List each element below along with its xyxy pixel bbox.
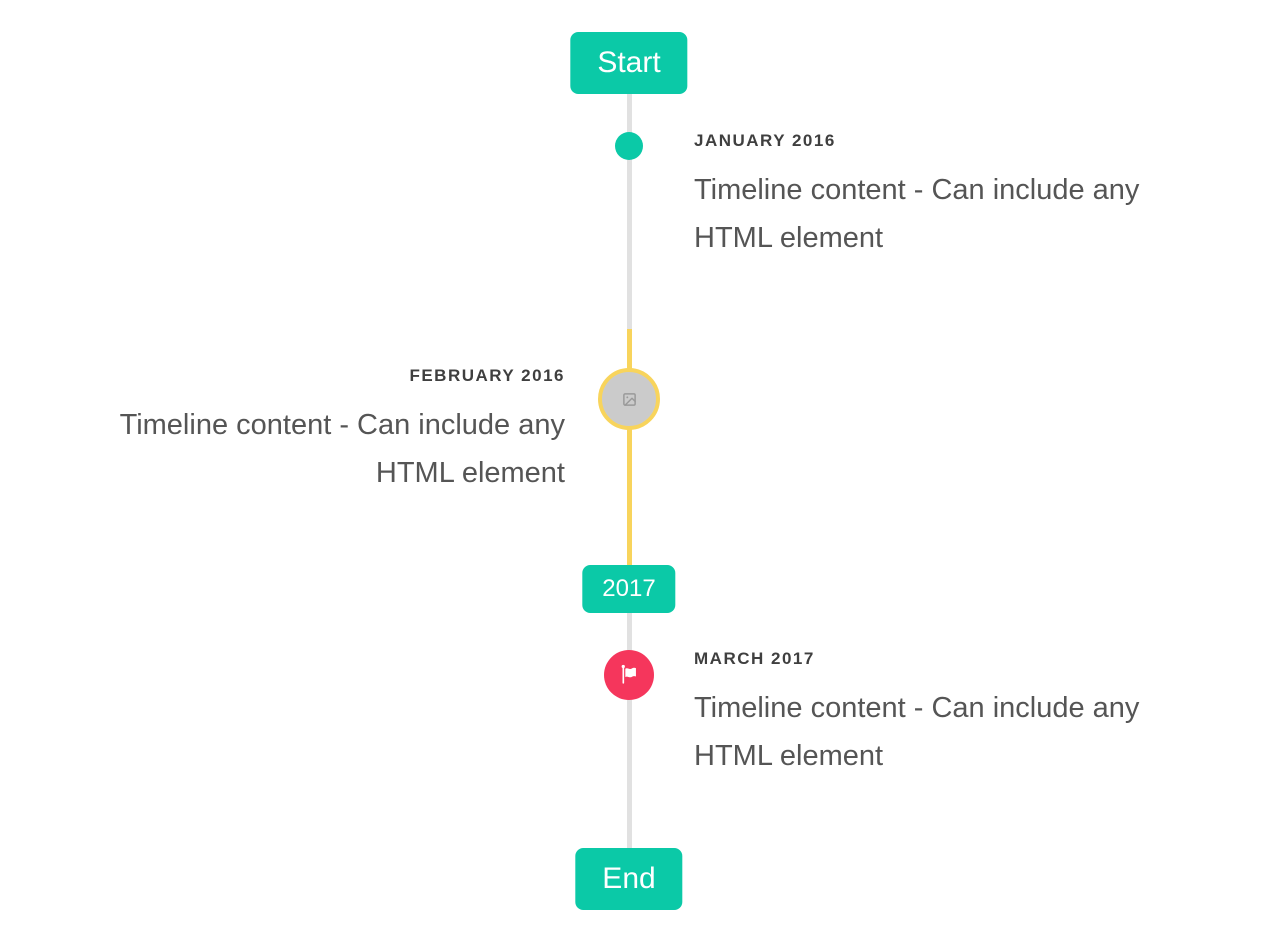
timeline-item-period: MARCH 2017 [694,649,815,668]
timeline-line-highlighted-segment [627,329,632,565]
flag-icon [616,662,642,688]
timeline-item-content: Timeline content - Can include any HTML … [694,174,1140,254]
timeline-start-badge: Start [570,32,688,94]
timeline-item-january: JANUARY 2016 Timeline content - Can incl… [694,131,1222,262]
timeline-marker-flag-march[interactable] [604,650,654,700]
timeline-end-badge: End [575,848,683,910]
timeline-year-badge: 2017 [582,565,676,613]
timeline-item-march: MARCH 2017 Timeline content - Can includ… [694,649,1222,780]
timeline-item-content: Timeline content - Can include any HTML … [119,409,565,489]
timeline-item-content: Timeline content - Can include any HTML … [694,692,1140,772]
timeline-line-segment-bottom [627,613,632,849]
timeline-marker-dot-january[interactable] [615,132,643,160]
timeline-item-period: FEBRUARY 2016 [409,366,565,385]
timeline-item-period: JANUARY 2016 [694,131,836,150]
timeline-marker-image-february[interactable] [598,368,660,430]
timeline-line-segment-top [627,94,632,329]
broken-image-icon [622,392,637,407]
timeline-item-february: FEBRUARY 2016 Timeline content - Can inc… [37,366,565,497]
